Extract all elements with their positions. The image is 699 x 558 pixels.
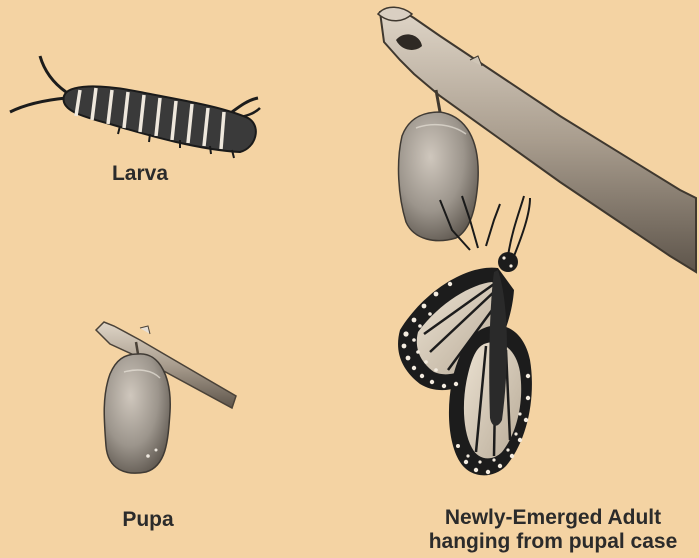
larva-label: Larva — [100, 162, 180, 186]
adult-label: Newly-Emerged Adult hanging from pupal c… — [410, 506, 696, 554]
pupa-label: Pupa — [108, 508, 188, 532]
adult-label-line2: hanging from pupal case — [410, 530, 696, 554]
butterfly-icon — [398, 196, 532, 475]
caterpillar-icon — [10, 56, 260, 158]
adult-label-line1: Newly-Emerged Adult — [410, 506, 696, 530]
